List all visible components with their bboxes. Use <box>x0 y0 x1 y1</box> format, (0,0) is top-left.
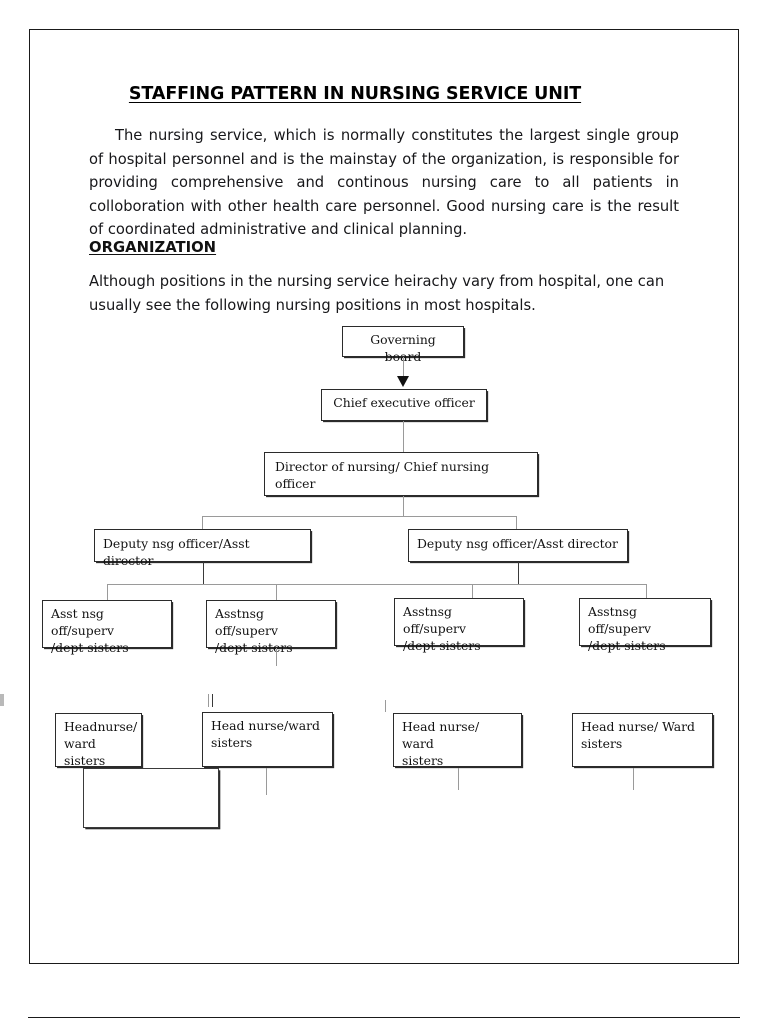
org-node-asst-nsg-officer-1[interactable]: Asst nsg off/superv /dept sisters <box>42 600 172 655</box>
organization-paragraph: Although positions in the nursing servic… <box>89 273 665 314</box>
org-node-chief-executive-officer[interactable]: Chief executive officer <box>321 389 487 421</box>
connector-deputy-bus <box>202 516 517 518</box>
connector-governing-board-to-ceo <box>403 357 405 379</box>
org-node-asst-nsg-officer-3[interactable]: Asstnsg off/superv /dept sisters <box>394 598 524 653</box>
connector-deputy-left-drop <box>202 516 204 530</box>
connector-supervisor-bus <box>107 584 647 586</box>
connector-supervisor-drop-1 <box>107 584 109 600</box>
org-node-head-nurse-4[interactable]: Head nurse/ Ward sisters <box>572 713 713 767</box>
connector-supervisor-2-drop <box>276 648 278 666</box>
connector-deputy-2-drop <box>518 562 520 585</box>
org-node-asst-nsg-officer-4[interactable]: Asstnsg off/superv /dept sisters <box>579 598 711 653</box>
connector-headnurse-stub-2b <box>212 694 214 707</box>
org-node-deputy-nursing-officer-2[interactable]: Deputy nsg officer/Asst director <box>408 529 628 562</box>
org-node-head-nurse-2[interactable]: Head nurse/ward sisters <box>202 712 333 767</box>
section-heading-organization: ORGANIZATION <box>89 239 217 256</box>
org-node-director-of-nursing[interactable]: Director of nursing/ Chief nursing offic… <box>264 452 538 496</box>
org-node-head-nurse-1[interactable]: Headnurse/ ward sisters <box>55 713 142 768</box>
connector-deputy-1-drop <box>203 562 205 585</box>
connector-ceo-to-director <box>403 421 405 453</box>
connector-head-nurse-3-drop <box>458 768 460 790</box>
connector-headnurse-stub-2a <box>208 694 210 707</box>
org-node-asst-nsg-officer-2[interactable]: Asstnsg off/superv /dept sisters <box>206 600 336 655</box>
left-margin-tick-mark <box>0 694 4 706</box>
connector-head-nurse-2-drop <box>266 768 268 795</box>
arrow-head-icon <box>397 376 409 387</box>
connector-head-nurse-4-drop <box>633 768 635 790</box>
connector-deputy-right-drop <box>516 516 518 530</box>
org-node-deputy-nursing-officer-1[interactable]: Deputy nsg officer/Asst director <box>94 529 311 568</box>
connector-director-drop <box>403 496 405 517</box>
page-title: STAFFING PATTERN IN NURSING SERVICE UNIT <box>128 84 582 104</box>
connector-supervisor-drop-2 <box>276 584 278 600</box>
connector-supervisor-drop-4 <box>646 584 648 600</box>
footer-rule <box>28 1017 740 1018</box>
org-node-governing-board[interactable]: Governing board <box>342 326 464 364</box>
connector-headnurse-stub-3 <box>385 700 387 712</box>
intro-paragraph: The nursing service, which is normally c… <box>89 127 679 238</box>
org-node-empty[interactable] <box>83 768 219 828</box>
connector-supervisor-drop-3 <box>472 584 474 600</box>
org-node-head-nurse-3[interactable]: Head nurse/ ward sisters <box>393 713 522 768</box>
